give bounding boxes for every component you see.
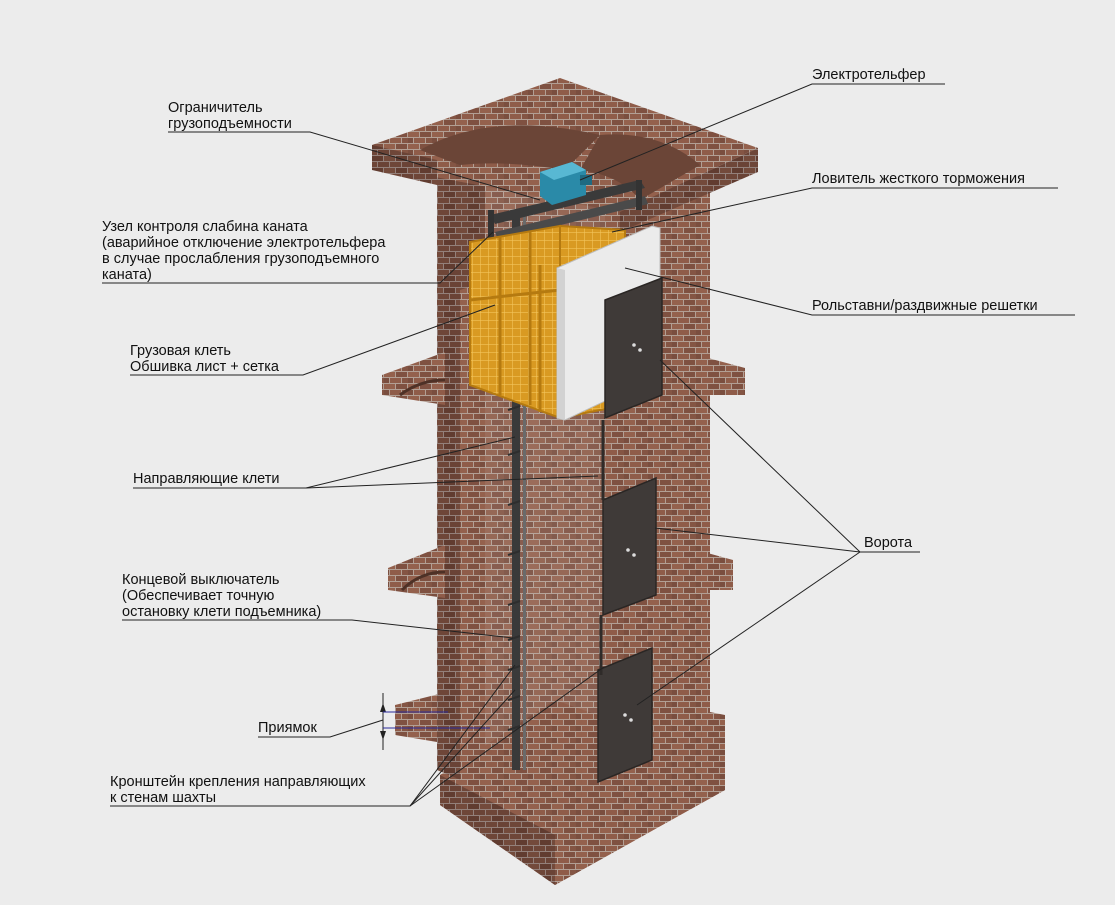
hoist-beam [488,180,648,248]
label-hoist: Электротельфер [812,67,926,83]
label-catcher: Ловитель жесткого торможения [812,171,1025,187]
pit-dimension [380,693,490,750]
label-pit: Приямок [258,720,317,736]
label-limit-switch: Концевой выключатель (Обеспечивает точну… [122,572,322,620]
label-rail-brackets: Кронштейн крепления направляющих к стена… [110,774,366,806]
hoist-motor [540,162,592,205]
gate-frames [599,420,605,675]
label-cargo-cage: Грузовая клеть Обшивка лист + сетка [130,343,279,375]
label-load-limiter: Ограничитель грузоподъемности [168,100,292,132]
leader-lines [102,83,1075,807]
label-gates: Ворота [864,535,913,551]
landing-2 [388,540,733,598]
gate-1 [604,276,663,420]
label-rolling-shutters: Рольставни/раздвижные решетки [812,298,1038,314]
gate-3 [597,646,653,784]
label-cage-guides: Направляющие клети [133,471,280,487]
gate-2 [602,476,657,617]
landing-3 [382,345,745,405]
label-slack-rope-control: Узел контроля слабина каната (аварийное … [102,219,386,283]
guide-rail [512,215,526,770]
